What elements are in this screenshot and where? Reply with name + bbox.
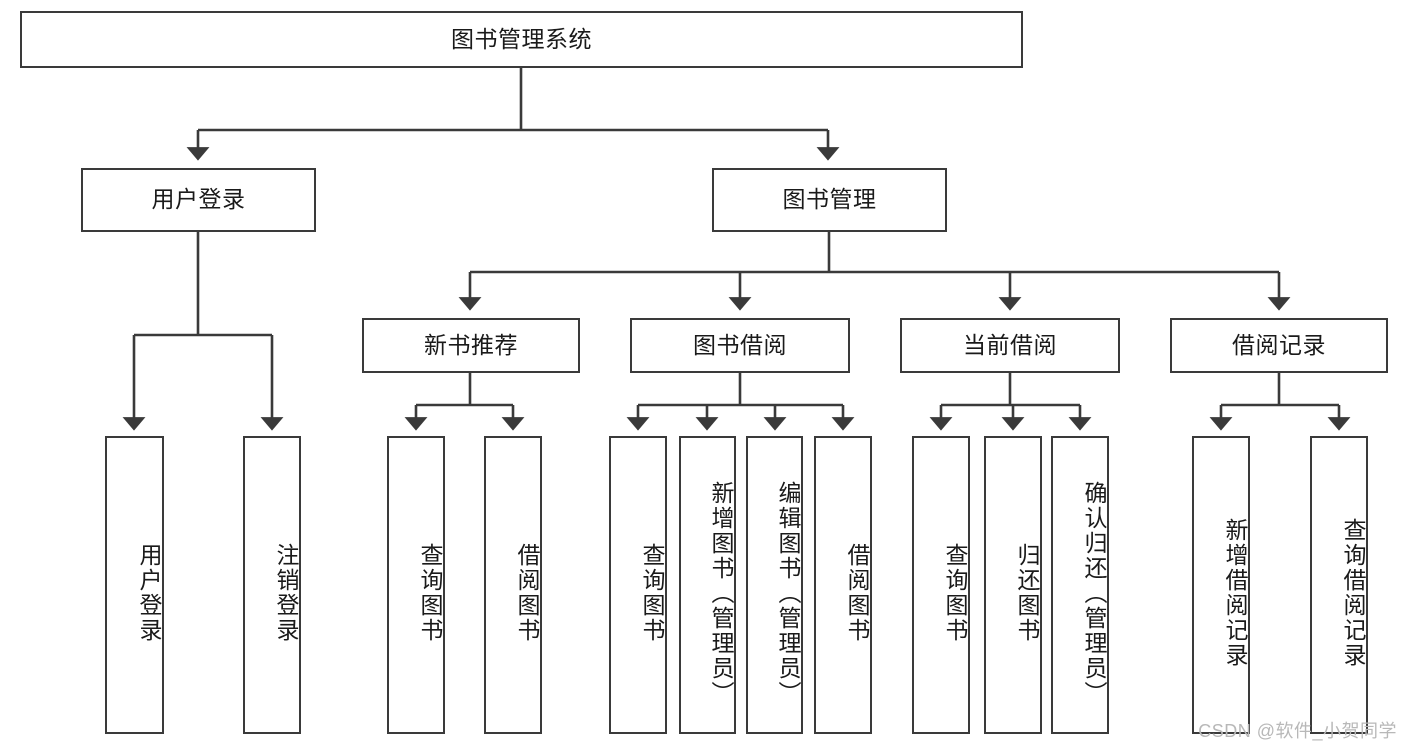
leaf-label: 借阅图书 [844,543,870,643]
leaf-query-books-recommend[interactable]: 查询图书 [387,436,445,734]
leaf-add-borrow-record[interactable]: 新增借阅记录 [1192,436,1250,734]
leaf-borrow-books-recommend[interactable]: 借阅图书 [484,436,542,734]
leaf-logout[interactable]: 注销登录 [243,436,301,734]
leaf-return-books[interactable]: 归还图书 [984,436,1042,734]
watermark-credit: CSDN @软件_小贺同学 [1198,721,1397,741]
leaf-label: 编辑图书（管理员） [775,480,801,706]
leaf-label: 注销登录 [273,543,299,643]
leaf-label: 查询图书 [942,543,968,643]
leaf-label: 用户登录 [136,543,162,643]
leaf-query-borrow-record[interactable]: 查询借阅记录 [1310,436,1368,734]
leaf-label: 查询图书 [639,543,665,643]
leaf-label: 新增借阅记录 [1222,518,1248,668]
node-book-borrow[interactable]: 图书借阅 [630,318,850,373]
leaf-user-login[interactable]: 用户登录 [105,436,164,734]
node-book-management[interactable]: 图书管理 [712,168,947,232]
node-borrow-record[interactable]: 借阅记录 [1170,318,1388,373]
leaf-label: 借阅图书 [514,543,540,643]
leaf-label: 确认归还（管理员） [1081,480,1107,706]
leaf-edit-book-admin[interactable]: 编辑图书（管理员） [746,436,803,734]
leaf-label: 查询借阅记录 [1340,518,1366,668]
leaf-label: 归还图书 [1014,543,1040,643]
node-new-book-recommend[interactable]: 新书推荐 [362,318,580,373]
node-user-login[interactable]: 用户登录 [81,168,316,232]
leaf-borrow-books[interactable]: 借阅图书 [814,436,872,734]
node-root-system[interactable]: 图书管理系统 [20,11,1023,68]
leaf-add-book-admin[interactable]: 新增图书（管理员） [679,436,736,734]
leaf-confirm-return-admin[interactable]: 确认归还（管理员） [1051,436,1109,734]
leaf-label: 新增图书（管理员） [708,480,734,706]
node-current-borrow[interactable]: 当前借阅 [900,318,1120,373]
leaf-label: 查询图书 [417,543,443,643]
leaf-query-books-borrow[interactable]: 查询图书 [609,436,667,734]
leaf-query-books-current[interactable]: 查询图书 [912,436,970,734]
